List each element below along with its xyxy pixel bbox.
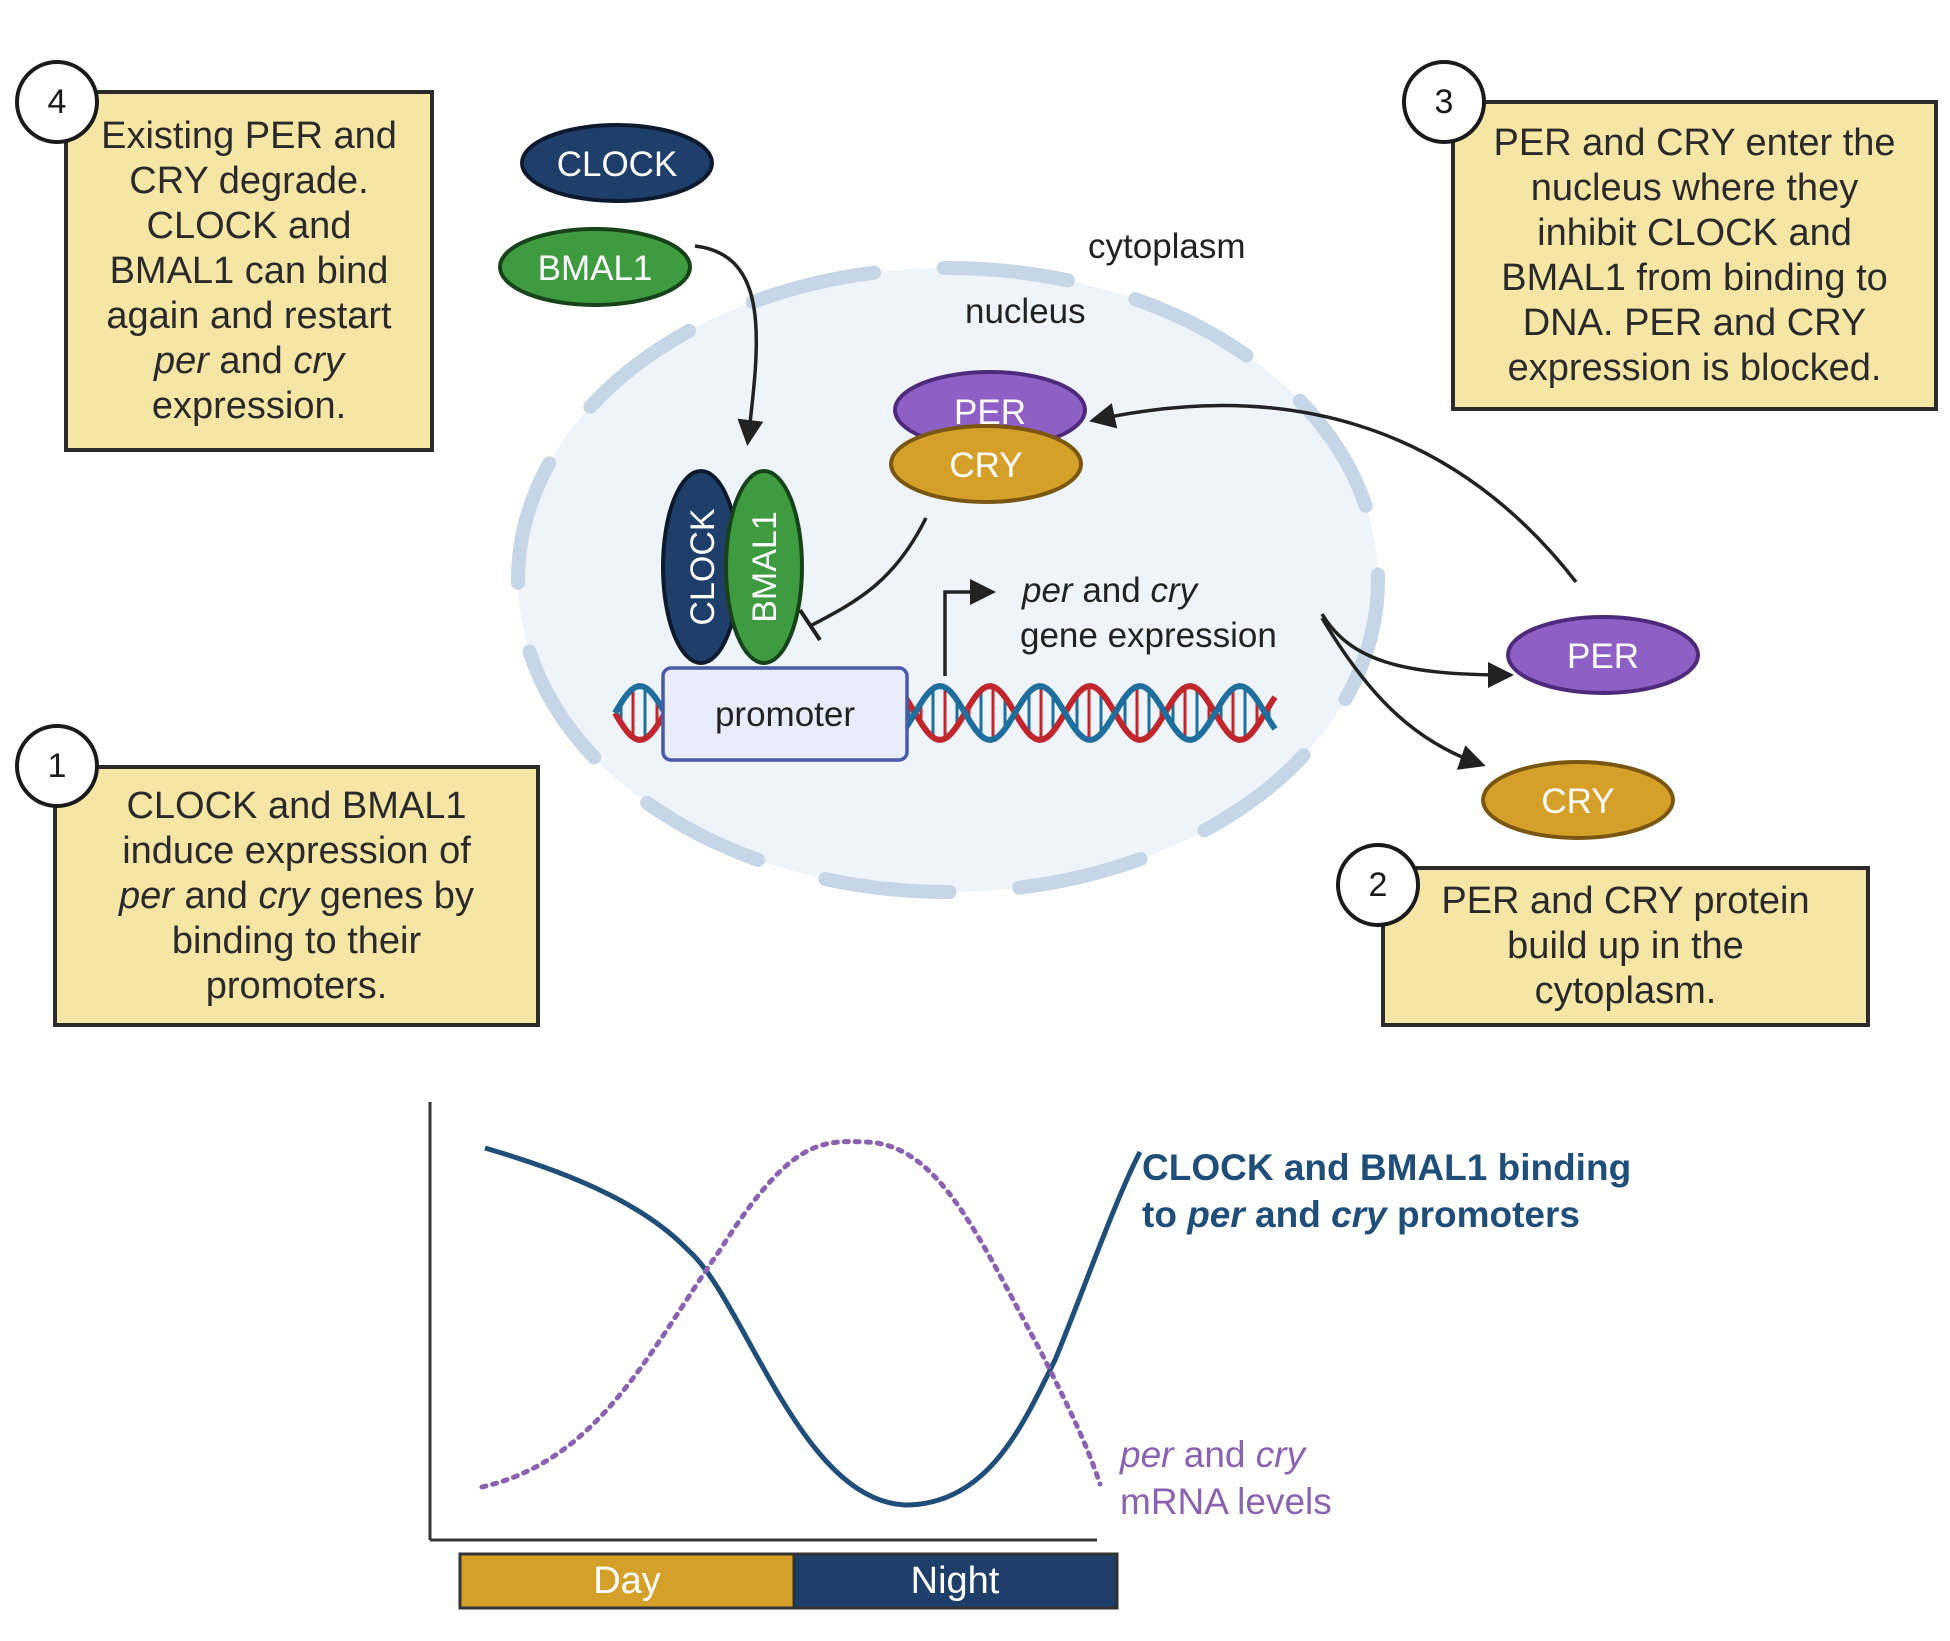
night-label: Night: [911, 1560, 1000, 1602]
step-line: CLOCK and: [146, 204, 352, 247]
step-line: induce expression of: [122, 829, 471, 872]
cry-cyto-shape: [1481, 760, 1675, 840]
cry-nuclear-label: CRY: [949, 446, 1022, 485]
per-cyto-label: PER: [1567, 637, 1639, 676]
arrow-expression-to-per: [1320, 613, 1514, 688]
nucleus-label: nucleus: [965, 292, 1086, 331]
step-line: PER and CRY enter the: [1493, 121, 1896, 164]
step-line: build up in the: [1507, 925, 1744, 967]
step-line: PER and CRY protein: [1441, 880, 1810, 922]
italic-gene-name: per: [119, 874, 174, 917]
clock-bmal1-binding-curve: [484, 1145, 1143, 1508]
mrna-series-and: and: [1173, 1434, 1255, 1475]
arrow-expression-to-cry: [1320, 617, 1486, 770]
clock-bmal1-complex: CLOCK BMAL1: [661, 469, 804, 665]
gene-expression-and: and: [1073, 571, 1151, 610]
cry-cytoplasm: CRY: [1481, 760, 1675, 840]
free-clock: CLOCK: [520, 123, 714, 203]
step-line: per and cry: [153, 339, 345, 382]
clock-bmal1-series-label-line2: to per and cry promoters: [1142, 1194, 1580, 1235]
nucleus: [511, 261, 1385, 899]
step-line: BMAL1 can bind: [109, 249, 389, 292]
circadian-chart: Day Night CLOCK and BMAL1 binding to per…: [428, 1102, 1631, 1610]
step-line: again and restart: [106, 294, 392, 337]
per-cytoplasm: PER: [1506, 615, 1700, 695]
bmal1-bound-label: BMAL1: [746, 511, 784, 623]
clock-series-to: to: [1142, 1194, 1187, 1235]
per-cry-nuclear-complex: PER CRY: [889, 370, 1087, 504]
day-label: Day: [593, 1560, 661, 1602]
step-line: per and cry genes by: [119, 874, 474, 917]
step-line: inhibit CLOCK and: [1537, 211, 1852, 254]
promoter: promoter: [661, 666, 909, 762]
arrows: [694, 244, 1578, 770]
night-bar: [792, 1552, 1119, 1610]
mrna-series-label-line2: mRNA levels: [1120, 1481, 1332, 1522]
nuclear-membrane: [511, 261, 1385, 899]
gene-expression-label-line1: per and cry: [1021, 571, 1200, 610]
italic-gene-name: cry: [258, 874, 310, 917]
clock-series-and: and: [1245, 1194, 1331, 1235]
step-line: Existing PER and: [101, 114, 397, 157]
step-line: expression is blocked.: [1507, 346, 1882, 389]
clock-series-cry: cry: [1331, 1194, 1389, 1235]
clock-bound-label: CLOCK: [684, 508, 722, 625]
step-line: CLOCK and BMAL1: [126, 784, 467, 827]
cytoplasm-label: cytoplasm: [1088, 227, 1246, 266]
inhibition-bar: [798, 608, 822, 642]
step-2-badge: 2: [1336, 843, 1420, 927]
mrna-series-cry: cry: [1256, 1434, 1308, 1475]
step-4-badge: 4: [15, 60, 99, 144]
step-line: BMAL1 from binding to: [1501, 256, 1888, 299]
step-3-badge: 3: [1402, 60, 1486, 144]
inhibition-arrow: [811, 517, 928, 627]
clock-free-shape: [520, 123, 714, 203]
step-1-badge: 1: [15, 724, 99, 808]
step-line: DNA. PER and CRY: [1522, 301, 1867, 344]
gene-expression-per: per: [1021, 571, 1074, 610]
promoter-box: [661, 666, 909, 762]
arrow-per-into-nucleus: [1089, 403, 1578, 584]
per-cry-mrna-curve: [479, 1139, 1103, 1490]
free-bmal1: BMAL1: [498, 227, 692, 307]
promoter-label: promoter: [715, 695, 855, 734]
clock-series-promoters: promoters: [1387, 1194, 1580, 1235]
step-line: promoters.: [205, 964, 388, 1007]
mrna-series-per: per: [1119, 1434, 1175, 1475]
cry-nuclear: [889, 424, 1083, 504]
arrow-bmal1-to-promoter: [694, 244, 764, 446]
step-line: expression.: [151, 384, 347, 427]
gene-expression-label-line2: gene expression: [1020, 616, 1277, 655]
clock-series-per: per: [1186, 1194, 1247, 1235]
step-line: nucleus where they: [1530, 166, 1859, 209]
bmal1-bound: [724, 469, 804, 665]
clock-free-label: CLOCK: [557, 145, 678, 184]
step-line: CRY degrade.: [129, 159, 369, 202]
italic-gene-name: per: [153, 339, 209, 382]
mrna-series-label-line1: per and cry: [1119, 1434, 1308, 1475]
day-bar: [458, 1552, 796, 1610]
step-line: cytoplasm.: [1534, 970, 1717, 1012]
step-line: binding to their: [171, 919, 422, 962]
cry-cyto-label: CRY: [1541, 782, 1614, 821]
gene-expression-cry: cry: [1150, 571, 1199, 610]
italic-gene-name: cry: [293, 339, 345, 382]
per-cyto-shape: [1506, 615, 1700, 695]
bmal1-free-shape: [498, 227, 692, 307]
clock-bmal1-series-label-line1: CLOCK and BMAL1 binding: [1142, 1147, 1631, 1188]
bmal1-free-label: BMAL1: [538, 249, 653, 288]
transcription-start-arrow: [943, 579, 996, 676]
